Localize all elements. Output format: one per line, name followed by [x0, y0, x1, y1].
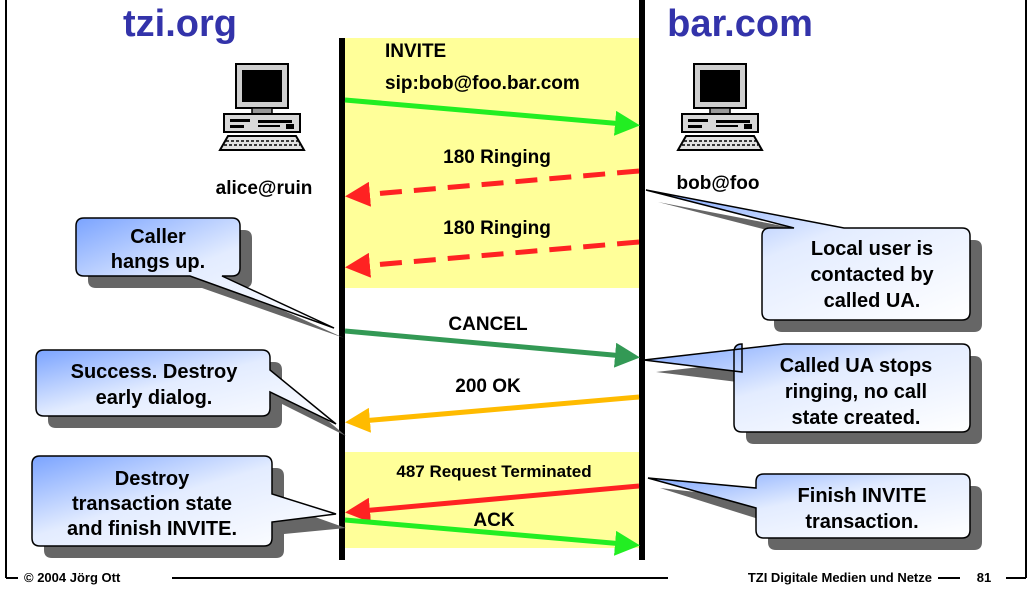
- ok-arrow: [345, 394, 640, 433]
- invite-label-line1: INVITE: [385, 41, 446, 62]
- ringing1-arrow: [345, 168, 640, 207]
- callout-called-ua-stops: Called UA stops ringing, no call state c…: [643, 343, 982, 444]
- callout-finish-line2: transaction.: [805, 511, 918, 533]
- callout-success: Success. Destroy early dialog.: [35, 349, 346, 436]
- callout-local-line1: Local user is: [811, 238, 933, 260]
- alice-computer-icon: [219, 63, 305, 151]
- cancel-label: CANCEL: [448, 314, 528, 335]
- invite-label-line2: sip:bob@foo.bar.com: [385, 73, 580, 94]
- callout-stops-line1: Called UA stops: [780, 355, 933, 377]
- callout-caller-hangs-up: Caller hangs up.: [75, 217, 344, 338]
- bob-user-label: bob@foo: [677, 173, 760, 194]
- callout-destroy-line1: Destroy: [115, 468, 190, 490]
- ringing1-label: 180 Ringing: [443, 147, 551, 168]
- callout-destroy-line3: and finish INVITE.: [67, 518, 237, 540]
- callout-stops-line2: ringing, no call: [785, 381, 927, 403]
- right-host-title: bar.com: [667, 3, 813, 45]
- callout-caller-line2: hangs up.: [111, 251, 205, 273]
- ack-arrow: [344, 517, 640, 556]
- callout-finish-invite: Finish INVITE transaction.: [647, 473, 982, 550]
- callout-caller-line1: Caller: [130, 226, 186, 248]
- callout-destroy: Destroy transaction state and finish INV…: [31, 455, 346, 558]
- alice-user-label: alice@ruin: [216, 178, 313, 199]
- cancel-arrow: [344, 328, 640, 368]
- callout-local-user: Local user is contacted by called UA.: [645, 189, 982, 332]
- invite-arrow: [344, 97, 640, 136]
- footer-copyright: © 2004 Jörg Ott: [24, 570, 121, 585]
- left-host-title: tzi.org: [123, 3, 237, 45]
- footer-org: TZI Digitale Medien und Netze: [748, 570, 932, 585]
- ack-label: ACK: [473, 510, 514, 531]
- callout-success-line1: Success. Destroy: [71, 361, 239, 383]
- terminated-arrow: [345, 483, 640, 523]
- callout-destroy-line2: transaction state: [72, 493, 232, 515]
- callout-local-line3: called UA.: [824, 290, 921, 312]
- callout-success-line2: early dialog.: [96, 387, 213, 409]
- page-number: 81: [977, 570, 991, 585]
- callout-stops-line3: state created.: [792, 407, 921, 429]
- ok-label: 200 OK: [455, 376, 521, 397]
- ringing2-arrow: [345, 239, 640, 278]
- ringing2-label: 180 Ringing: [443, 218, 551, 239]
- bob-computer-icon: [677, 63, 763, 151]
- callout-local-line2: contacted by: [810, 264, 934, 286]
- terminated-label: 487 Request Terminated: [396, 462, 591, 481]
- callout-finish-line1: Finish INVITE: [798, 485, 927, 507]
